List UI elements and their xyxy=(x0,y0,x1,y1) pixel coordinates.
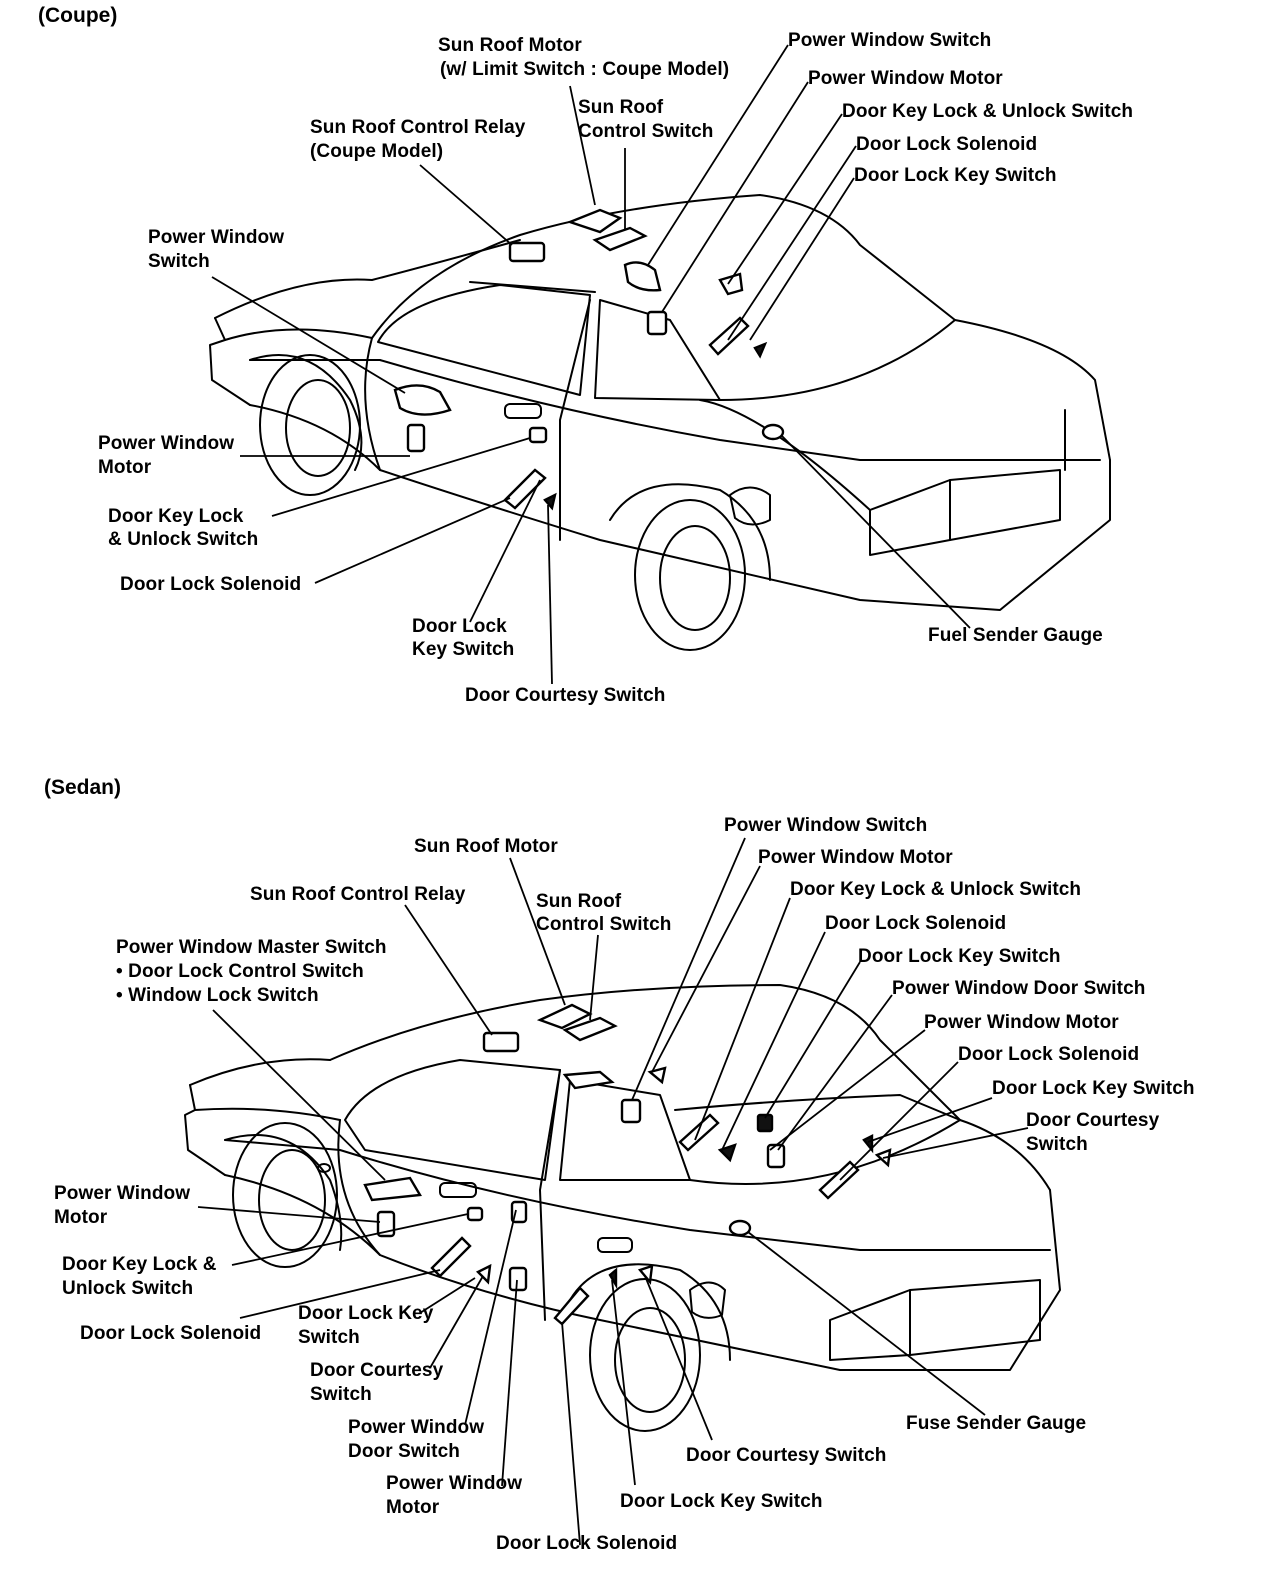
sedan-door-lock-solenoid-label-bottom: Door Lock Solenoid xyxy=(496,1533,678,1554)
sedan-section-title: (Sedan) xyxy=(44,776,122,799)
coupe-car-outline xyxy=(209,194,1111,651)
sedan-door-lock-solenoid-label-left: Door Lock Solenoid xyxy=(80,1323,262,1344)
sedan-door-lock-control-switch-label: • Door Lock Control Switch xyxy=(116,961,364,982)
sedan-power-window-motor-label-mid: Power Window xyxy=(386,1473,523,1494)
coupe-door-courtesy-switch-label: Door Courtesy Switch xyxy=(465,685,666,706)
coupe-power-window-motor-icon xyxy=(646,310,668,336)
sedan-leader-lines xyxy=(197,837,1029,1546)
sedan-power-window-motor-label-mid-line2: Motor xyxy=(386,1497,440,1518)
sedan-door-lock-solenoid-label-right2: Door Lock Solenoid xyxy=(958,1044,1140,1065)
sedan-fuse-sender-gauge-label: Fuse Sender Gauge xyxy=(906,1413,1087,1434)
coupe-power-window-motor-label-left: Power Window xyxy=(98,433,235,454)
coupe-sun-roof-control-relay-label: Sun Roof Control Relay xyxy=(310,117,526,138)
coupe-power-window-switch-label-right: Power Window Switch xyxy=(788,30,992,51)
coupe-left-pw-switch-icon xyxy=(393,384,452,416)
coupe-door-lock-key-switch-label-right: Door Lock Key Switch xyxy=(854,165,1057,186)
coupe-sun-roof-control-switch-label-line2: Control Switch xyxy=(578,121,714,142)
coupe-sun-roof-motor-icon xyxy=(566,208,623,234)
sedan-power-window-switch-label-right: Power Window Switch xyxy=(724,815,928,836)
coupe-door-key-lock-unlock-switch-label-right: Door Key Lock & Unlock Switch xyxy=(842,101,1134,122)
coupe-power-window-switch-label-left-line2: Switch xyxy=(148,251,210,272)
sedan-door-key-lock-label-left: Door Key Lock & xyxy=(62,1254,217,1275)
sedan-door-key-lock-unlock-switch-label-right: Door Key Lock & Unlock Switch xyxy=(790,879,1082,900)
sedan-power-window-motor-label-right1: Power Window Motor xyxy=(758,847,953,868)
sedan-door-key-lock-label-left-line2: Unlock Switch xyxy=(62,1278,194,1299)
coupe-sun-roof-switch-icon xyxy=(592,226,648,252)
coupe-components xyxy=(393,208,785,511)
sedan-car-outline xyxy=(184,984,1061,1432)
coupe-section-title: (Coupe) xyxy=(38,4,118,27)
coupe-left-pw-motor-icon xyxy=(406,423,426,453)
coupe-key-lock-icon xyxy=(718,272,744,296)
sedan-door-lock-key-switch-label-right1: Door Lock Key Switch xyxy=(858,946,1061,967)
coupe-sun-roof-relay-icon xyxy=(508,241,546,263)
sedan-sun-roof-control-relay-label: Sun Roof Control Relay xyxy=(250,884,466,905)
sedan-sun-roof-control-switch-label-line2: Control Switch xyxy=(536,914,672,935)
coupe-door-lock-key-switch-label-bottom: Door Lock xyxy=(412,616,507,637)
sedan-sun-roof-control-switch-label: Sun Roof xyxy=(536,891,622,912)
coupe-sun-roof-control-switch-label: Sun Roof xyxy=(578,97,664,118)
sedan-door-lock-key-switch-label-mid: Door Lock Key xyxy=(298,1303,434,1324)
coupe-power-window-motor-label-right: Power Window Motor xyxy=(808,68,1003,89)
sedan-door-courtesy-switch-label-right-line2: Switch xyxy=(1026,1134,1088,1155)
coupe-leader-lines xyxy=(211,44,971,685)
sedan-power-window-motor-label-right2: Power Window Motor xyxy=(924,1012,1119,1033)
sedan-door-courtesy-switch-label-mid-line2: Switch xyxy=(310,1384,372,1405)
coupe-lock-solenoid-icon xyxy=(708,316,750,356)
coupe-fuel-sender-gauge-label: Fuel Sender Gauge xyxy=(928,625,1103,646)
sedan-components xyxy=(363,1003,892,1326)
coupe-door-lock-solenoid-label-left: Door Lock Solenoid xyxy=(120,574,302,595)
sedan-door-lock-solenoid-label-right1: Door Lock Solenoid xyxy=(825,913,1007,934)
coupe-fuel-sender-icon xyxy=(761,423,785,441)
coupe-sun-roof-motor-label: Sun Roof Motor xyxy=(438,35,582,56)
coupe-courtesy-switch-icon xyxy=(543,492,557,511)
sedan-power-window-motor-label-left: Power Window xyxy=(54,1183,191,1204)
coupe-left-key-lock-icon xyxy=(528,426,548,444)
coupe-sun-roof-motor-label-line2: (w/ Limit Switch : Coupe Model) xyxy=(440,59,730,80)
sedan-power-window-door-switch-label-right: Power Window Door Switch xyxy=(892,978,1146,999)
coupe-left-solenoid-icon xyxy=(503,468,547,510)
sedan-door-courtesy-switch-label-right: Door Courtesy xyxy=(1026,1110,1160,1131)
coupe-power-window-motor-label-left-line2: Motor xyxy=(98,457,152,478)
sedan-sun-roof-motor-label: Sun Roof Motor xyxy=(414,836,558,857)
coupe-door-key-lock-label-left-line2: & Unlock Switch xyxy=(108,529,259,550)
sedan-door-lock-key-switch-label-mid-line2: Switch xyxy=(298,1327,360,1348)
sedan-door-courtesy-switch-label-bottom: Door Courtesy Switch xyxy=(686,1445,887,1466)
sedan-power-window-master-switch-label: Power Window Master Switch xyxy=(116,937,387,958)
coupe-power-window-switch-icon xyxy=(623,261,662,292)
coupe-door-lock-key-switch-label-bottom-line2: Key Switch xyxy=(412,639,515,660)
sedan-door-courtesy-switch-label-mid: Door Courtesy xyxy=(310,1360,444,1381)
coupe-sun-roof-control-relay-label-line2: (Coupe Model) xyxy=(310,141,444,162)
sedan-door-lock-key-switch-label-right2: Door Lock Key Switch xyxy=(992,1078,1195,1099)
sedan-power-window-door-switch-label-mid: Power Window xyxy=(348,1417,485,1438)
coupe-power-window-switch-label-left: Power Window xyxy=(148,227,285,248)
coupe-door-key-lock-label-left: Door Key Lock xyxy=(108,506,244,527)
sedan-door-lock-key-switch-label-bottom: Door Lock Key Switch xyxy=(620,1491,823,1512)
coupe-lock-key-switch-icon xyxy=(753,341,768,359)
sedan-window-lock-switch-label: • Window Lock Switch xyxy=(116,985,319,1006)
sedan-power-window-door-switch-label-mid-line2: Door Switch xyxy=(348,1441,460,1462)
sedan-power-window-motor-label-left-line2: Motor xyxy=(54,1207,108,1228)
coupe-door-lock-solenoid-label-right: Door Lock Solenoid xyxy=(856,134,1038,155)
